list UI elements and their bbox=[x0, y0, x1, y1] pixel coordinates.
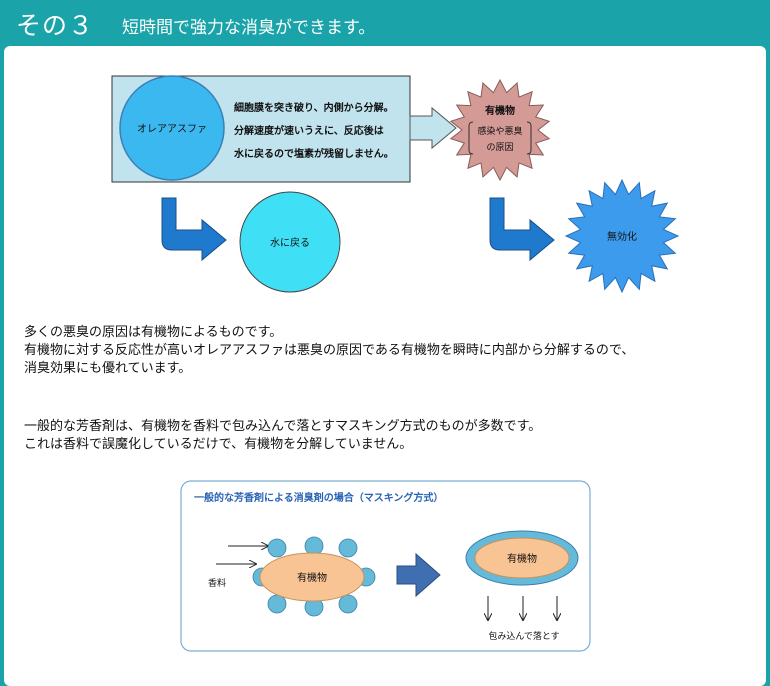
fragrance-bead-2 bbox=[304, 536, 324, 556]
organic-left-label: 有機物 bbox=[297, 571, 327, 584]
block-arrow bbox=[396, 552, 441, 598]
box-line-3: 水に戻るので塩素が残留しません。 bbox=[233, 147, 394, 160]
header-bar: その３ 短時間で強力な消臭ができます。 bbox=[0, 0, 770, 46]
down-right-arrow-1 bbox=[161, 197, 227, 262]
drop-caption: 包み込んで落とす bbox=[488, 630, 559, 642]
water-label: 水に戻る bbox=[270, 236, 310, 249]
right-arrow-to-organic bbox=[409, 106, 457, 150]
neutralized-burst bbox=[564, 178, 680, 294]
paragraph2-line-2: これは香料で誤魔化しているだけで、有機物を分解していません。 bbox=[24, 437, 413, 452]
box-line-2: 分解速度が速いうえに、反応後は bbox=[234, 124, 384, 137]
reaction-diagram: オレアアスファ 細胞膜を突き破り、内側から分解。 分解速度が速いうえに、反応後は… bbox=[111, 75, 680, 294]
neutralized-label: 無効化 bbox=[607, 230, 637, 243]
paragraph1-line-2: 有機物に対する反応性が高いオレアアスファは悪臭の原因である有機物を瞬時に内部から… bbox=[24, 343, 635, 358]
organic-burst-line-1: 感染や悪臭 bbox=[477, 125, 522, 137]
olea-asufa-circle bbox=[119, 75, 225, 181]
fragrance-bead-6 bbox=[267, 594, 287, 614]
section-number: その３ bbox=[16, 11, 95, 40]
paragraph-organic-cause: 多くの悪臭の原因は有機物によるものです。 有機物に対する反応性が高いオレアアスフ… bbox=[24, 324, 634, 378]
bracket-left bbox=[468, 121, 474, 155]
paragraph1-line-3: 消臭効果にも優れています。 bbox=[24, 361, 192, 376]
water-circle bbox=[239, 191, 341, 293]
masking-title: 一般的な芳香剤による消臭剤の場合（マスキング方式） bbox=[194, 491, 443, 504]
organic-burst-title: 有機物 bbox=[485, 104, 515, 117]
box-line-1: 細胞膜を突き破り、内側から分解。 bbox=[234, 101, 394, 114]
paragraph2-line-1: 一般的な芳香剤は、有機物を香料で包み込んで落とすマスキング方式のものが多数です。 bbox=[24, 419, 542, 434]
fragrance-bead-1 bbox=[267, 538, 287, 558]
organic-matter-burst bbox=[449, 78, 551, 182]
fragrance-bead-8 bbox=[338, 594, 358, 614]
paragraph1-line-1: 多くの悪臭の原因は有機物によるものです。 bbox=[24, 325, 283, 340]
section-title: 短時間で強力な消臭ができます。 bbox=[122, 18, 376, 38]
organic-right-label: 有機物 bbox=[507, 552, 537, 565]
organic-ellipse-left bbox=[259, 552, 365, 602]
fragrance-label: 香料 bbox=[208, 577, 226, 589]
down-right-arrow-2 bbox=[489, 197, 555, 262]
organic-burst-line-2: の原因 bbox=[486, 142, 513, 153]
bracket-right bbox=[526, 121, 532, 155]
organic-ellipse-right bbox=[474, 537, 570, 579]
olea-asufa-label: オレアアスファ bbox=[137, 123, 207, 135]
fragrance-bead-3 bbox=[338, 538, 358, 558]
paragraph-masking: 一般的な芳香剤は、有機物を香料で包み込んで落とすマスキング方式のものが多数です。… bbox=[24, 418, 541, 454]
